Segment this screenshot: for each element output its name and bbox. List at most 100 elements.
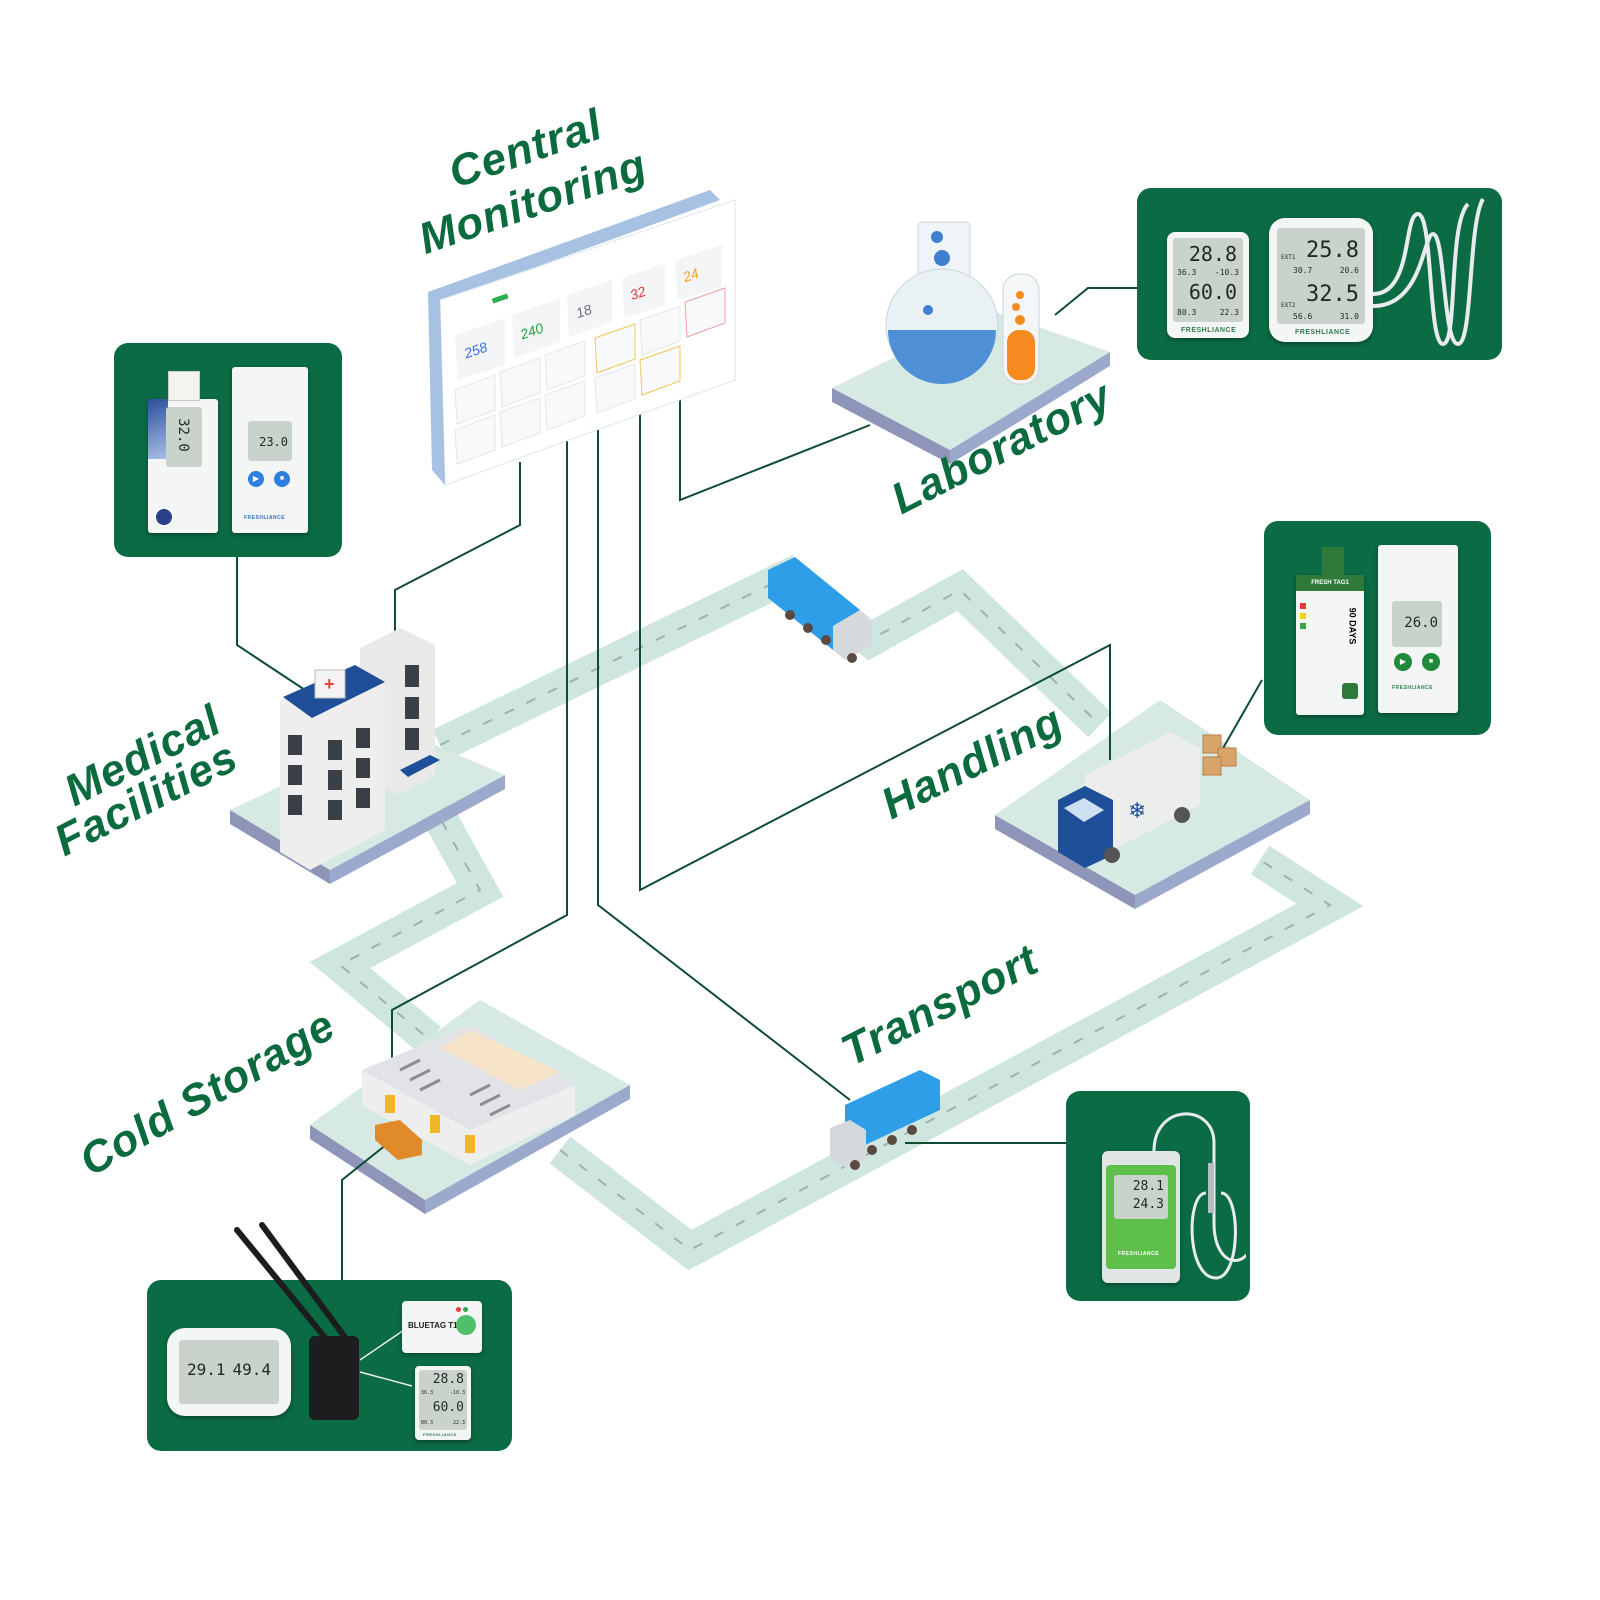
status-green [463,1307,468,1312]
usb-logger-reading: 32.0 [174,418,191,452]
lab-hygrometer-humidity: 60.0 [1188,280,1237,304]
probe-t2-reading: 32.5 [1306,282,1359,307]
probe-channel-1: EXT1 [1281,254,1296,261]
connector-cold-panel [341,1139,393,1280]
lab-hygrometer-min-temp: -10.3 [1214,268,1239,277]
medical-device-panel: 32.0 23.0 ▶ ■ FRESHLIANCE [114,343,342,557]
display-left-reading: 29.1 [187,1360,226,1379]
handling-logger-reading: 26.0 [1404,615,1438,631]
hygrometer-humidity: 60.0 [432,1400,464,1415]
transport-device-panel: 28.1 24.3 FRESHLIANCE [1066,1091,1250,1301]
power-icon [1342,683,1358,699]
truck-upper-icon [768,557,872,663]
lab-hygrometer-brand: FRESHLIANCE [1181,327,1237,334]
bluetag-name: BLUETAG T10 [408,1321,463,1330]
probe-channel-2: EXT2 [1281,302,1296,309]
cold-storage-hygrometer-screen: 28.8 36.3 -10.3 60.0 80.3 22.3 [419,1370,467,1430]
status-red [456,1307,461,1312]
lab-hygrometer-temp: 28.8 [1188,242,1237,266]
cold-storage-display-screen: 29.1 49.4 [179,1340,279,1404]
lab-hygrometer-max-temp: 36.3 [1177,268,1197,277]
svg-text:❄: ❄ [1128,799,1146,824]
transport-logger-brand: FRESHLIANCE [1118,1251,1160,1257]
bluetag-t10: BLUETAG T10 [402,1301,482,1353]
connector-handling [639,405,1111,892]
dashboard-grid [454,287,726,465]
road-bottom [549,845,1364,1271]
gateway-link-lines [359,1329,413,1387]
usb-temperature-logger: 32.0 [148,371,218,533]
lab-dual-probe-screen: EXT1 25.8 30.7 20.6 EXT2 32.5 56.6 31.0 [1277,228,1365,324]
connector-handling-panel [1221,679,1263,751]
laboratory-device-panel: 28.8 36.3 -10.3 60.0 80.3 22.3 FRESHLIAN… [1137,188,1502,360]
lab-hygrometer-max-hum: 80.3 [1177,308,1197,317]
hygrometer-min-hum: 22.3 [452,1420,465,1426]
lab-hygrometer: 28.8 36.3 -10.3 60.0 80.3 22.3 FRESHLIAN… [1167,232,1249,338]
platform-laboratory [832,310,1110,464]
probe-t2-min: 31.0 [1339,312,1359,321]
button-logger-reading: 23.0 [259,435,288,449]
svg-text:+: + [324,674,335,694]
lab-hygrometer-min-hum: 22.3 [1219,308,1239,317]
probe-t1-max: 30.7 [1293,266,1313,275]
probe-t2-max: 56.6 [1293,312,1313,321]
kpi-warning: 24 [680,264,701,286]
connector-transport [597,425,851,1101]
button-logger-screen: 23.0 [248,421,292,461]
gateway-antenna-icon [234,1222,350,1343]
truck-transport-icon [830,1070,940,1170]
hygrometer-min-temp: -10.3 [449,1390,465,1396]
status-red [1300,603,1306,609]
cold-storage-hygrometer: 28.8 36.3 -10.3 60.0 80.3 22.3 FRESHLIAN… [415,1366,471,1440]
hygrometer-max-hum: 80.3 [421,1420,434,1426]
connector-medical-panel [394,462,521,645]
status-green [1300,623,1306,629]
hygrometer-brand: FRESHLIANCE [423,1432,457,1437]
cold-storage-warehouse-icon [362,1025,575,1165]
transport-temp-reading: 28.1 [1132,1179,1164,1194]
transport-probe-logger: 28.1 24.3 FRESHLIANCE [1102,1151,1180,1283]
fresh-tag-logger: FRESH TAG1 90 DAYS [1296,547,1364,715]
usb-connector [168,371,200,401]
hospital-building-icon: + [280,628,440,870]
probe-t1-min: 20.6 [1339,266,1359,275]
fresh-tag-name: FRESH TAG1 [1296,575,1364,591]
button-temperature-logger: 23.0 ▶ ■ FRESHLIANCE [232,367,308,533]
handling-logger: 26.0 ▶ ■ FRESHLIANCE [1378,545,1458,713]
start-button-icon: ▶ [1394,653,1412,671]
power-icon [456,1315,476,1335]
status-yellow [1300,613,1306,619]
road-dashes [338,573,1332,1252]
probe-cable-icon [1373,197,1485,347]
lab-hygrometer-screen: 28.8 36.3 -10.3 60.0 80.3 22.3 [1173,238,1243,322]
button-logger-brand: FRESHLIANCE [244,515,286,521]
kpi-alarm: 32 [627,282,648,304]
stop-button-icon: ■ [274,471,290,487]
connector-medical-device [236,557,306,691]
transport-logger-screen: 28.1 24.3 [1114,1175,1168,1219]
cold-storage-device-panel: 29.1 49.4 BLUETAG T10 28.8 36.3 -10.3 60… [147,1222,512,1451]
connector-laboratory [679,395,871,502]
central-monitoring-dashboard [428,190,736,486]
connector-lab-panel [1054,287,1138,316]
cold-storage-display: 29.1 49.4 [167,1328,291,1416]
handling-logger-brand: FRESHLIANCE [1392,685,1434,691]
usb-logger-screen: 32.0 [166,407,202,467]
kpi-offline: 18 [573,300,594,322]
probe-t1-reading: 25.8 [1306,238,1359,263]
handling-device-panel: FRESH TAG1 90 DAYS 26.0 ▶ ■ FRESHLIANCE [1264,521,1491,735]
refrigerated-truck-icon: ❄ [1058,732,1237,868]
fresh-tag-duration: 90 DAYS [1347,607,1358,645]
wireless-gateway [309,1336,359,1420]
dashboard-cards [455,245,722,380]
start-button-icon: ▶ [248,471,264,487]
usb-logger-accent [148,399,168,459]
kpi-total: 258 [462,338,490,362]
hygrometer-max-temp: 36.3 [421,1390,434,1396]
handling-logger-screen: 26.0 [1392,601,1442,647]
transport-humidity-reading: 24.3 [1132,1197,1164,1212]
hygrometer-temp: 28.8 [432,1372,464,1387]
stop-button-icon: ■ [1422,653,1440,671]
lab-dual-probe-logger: EXT1 25.8 30.7 20.6 EXT2 32.5 56.6 31.0 … [1269,218,1373,342]
